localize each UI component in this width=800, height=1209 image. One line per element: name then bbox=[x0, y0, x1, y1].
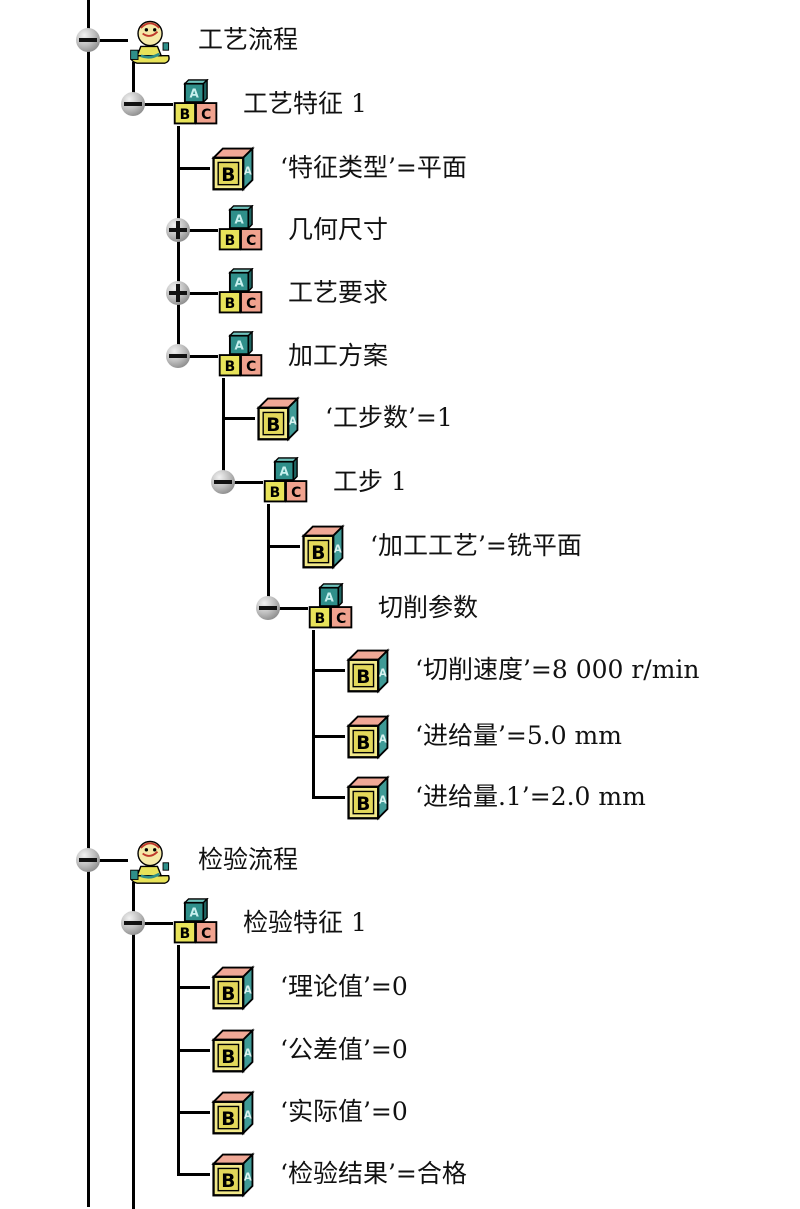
parameter-icon[interactable] bbox=[208, 962, 258, 1012]
parameter-icon[interactable] bbox=[343, 645, 393, 695]
tree-node[interactable]: ‘公差值’=0 bbox=[0, 1018, 800, 1082]
tree-node-label[interactable]: 加工方案 bbox=[288, 341, 389, 370]
tree-node[interactable]: ‘进给量’=5.0 mm bbox=[0, 704, 800, 768]
tree-node[interactable]: ‘理论值’=0 bbox=[0, 955, 800, 1019]
collapse-icon[interactable] bbox=[121, 92, 145, 116]
tree-root-connector bbox=[86, 0, 90, 1207]
tree-node-label[interactable]: 工艺流程 bbox=[198, 25, 299, 54]
tree-node-label[interactable]: ‘检验结果’=合格 bbox=[280, 1159, 467, 1188]
expand-icon[interactable] bbox=[166, 218, 190, 242]
parameter-icon[interactable] bbox=[208, 1087, 258, 1137]
tree-node-label[interactable]: ‘公差值’=0 bbox=[280, 1035, 408, 1064]
tree-node[interactable]: ‘切削速度’=8 000 r/min bbox=[0, 638, 800, 702]
feature-set-icon[interactable] bbox=[171, 79, 221, 129]
tree-connector-n9 bbox=[311, 630, 315, 799]
tree-branch-n13 bbox=[88, 858, 128, 862]
tree-branch-n10 bbox=[313, 668, 345, 672]
tree-node-label[interactable]: ‘切削速度’=8 000 r/min bbox=[415, 655, 700, 684]
parameter-icon[interactable] bbox=[253, 393, 303, 443]
feature-set-icon[interactable] bbox=[171, 898, 221, 948]
tree-node-label[interactable]: 检验流程 bbox=[198, 845, 299, 874]
feature-set-icon[interactable] bbox=[261, 457, 311, 507]
feature-set-icon[interactable] bbox=[306, 583, 356, 633]
tree-node-label[interactable]: ‘实际值’=0 bbox=[280, 1097, 408, 1126]
tree-node-label[interactable]: 工艺要求 bbox=[288, 278, 389, 307]
tree-node-label[interactable]: 工艺特征 1 bbox=[243, 89, 367, 118]
tree-node[interactable]: 检验特征 1 bbox=[0, 891, 800, 955]
tree-node[interactable]: 切削参数 bbox=[0, 576, 800, 640]
tree-node[interactable]: ‘检验结果’=合格 bbox=[0, 1142, 800, 1206]
tree-branch-n0 bbox=[88, 38, 128, 42]
tree-node[interactable]: ‘实际值’=0 bbox=[0, 1080, 800, 1144]
tree-node-label[interactable]: ‘进给量.1’=2.0 mm bbox=[415, 782, 646, 811]
collapse-icon[interactable] bbox=[76, 28, 100, 52]
tree-node-label[interactable]: 工步 1 bbox=[333, 467, 407, 496]
tree-node[interactable]: 工步 1 bbox=[0, 450, 800, 514]
tree-branch-n17 bbox=[178, 1110, 210, 1114]
tree-node-label[interactable]: ‘理论值’=0 bbox=[280, 972, 408, 1001]
tree-branch-n9 bbox=[268, 606, 308, 610]
tree-branch-n18 bbox=[178, 1172, 210, 1176]
collapse-icon[interactable] bbox=[256, 596, 280, 620]
parameter-icon[interactable] bbox=[208, 1025, 258, 1075]
tree-node-label[interactable]: 检验特征 1 bbox=[243, 908, 367, 937]
collapse-icon[interactable] bbox=[76, 848, 100, 872]
tree-branch-n16 bbox=[178, 1048, 210, 1052]
tree-node-label[interactable]: 几何尺寸 bbox=[288, 215, 389, 244]
tree-branch-n12 bbox=[313, 795, 345, 799]
tree-branch-n7 bbox=[223, 480, 263, 484]
process-icon[interactable] bbox=[126, 15, 176, 65]
tree-node-label[interactable]: ‘工步数’=1 bbox=[325, 403, 453, 432]
parameter-icon[interactable] bbox=[208, 143, 258, 193]
collapse-icon[interactable] bbox=[211, 470, 235, 494]
tree-connector-n13 bbox=[131, 882, 135, 1209]
tree-node[interactable]: 工艺流程 bbox=[0, 8, 800, 72]
tree-node-label[interactable]: ‘特征类型’=平面 bbox=[280, 153, 467, 182]
parameter-icon[interactable] bbox=[208, 1149, 258, 1199]
parameter-icon[interactable] bbox=[343, 772, 393, 822]
tree-branch-n2 bbox=[178, 166, 210, 170]
tree-branch-n3 bbox=[178, 228, 218, 232]
feature-set-icon[interactable] bbox=[216, 268, 266, 318]
tree-node-label[interactable]: ‘进给量’=5.0 mm bbox=[415, 721, 622, 750]
tree-node[interactable]: 工艺特征 1 bbox=[0, 72, 800, 136]
parameter-icon[interactable] bbox=[343, 711, 393, 761]
tree-node[interactable]: ‘特征类型’=平面 bbox=[0, 136, 800, 200]
tree-connector-n7 bbox=[266, 504, 270, 610]
collapse-icon[interactable] bbox=[166, 344, 190, 368]
tree-branch-n11 bbox=[313, 734, 345, 738]
tree-node[interactable]: 工艺要求 bbox=[0, 261, 800, 325]
parameter-icon[interactable] bbox=[298, 521, 348, 571]
tree-node-label[interactable]: 切削参数 bbox=[378, 593, 479, 622]
tree-node[interactable]: 几何尺寸 bbox=[0, 198, 800, 262]
tree-branch-n6 bbox=[223, 416, 255, 420]
collapse-icon[interactable] bbox=[121, 911, 145, 935]
tree-branch-n14 bbox=[133, 921, 173, 925]
feature-set-icon[interactable] bbox=[216, 331, 266, 381]
tree-branch-n5 bbox=[178, 354, 218, 358]
tree-node[interactable]: ‘工步数’=1 bbox=[0, 386, 800, 450]
tree-node[interactable]: 加工方案 bbox=[0, 324, 800, 388]
tree-branch-n4 bbox=[178, 291, 218, 295]
feature-set-icon[interactable] bbox=[216, 205, 266, 255]
tree-connector-n5 bbox=[221, 378, 225, 484]
tree-node-label[interactable]: ‘加工工艺’=铣平面 bbox=[370, 531, 582, 560]
tree-node[interactable]: ‘加工工艺’=铣平面 bbox=[0, 514, 800, 578]
tree-branch-n15 bbox=[178, 985, 210, 989]
tree-branch-n1 bbox=[133, 102, 173, 106]
expand-icon[interactable] bbox=[166, 281, 190, 305]
tree-branch-n8 bbox=[268, 544, 300, 548]
process-icon[interactable] bbox=[126, 835, 176, 885]
tree-node[interactable]: 检验流程 bbox=[0, 828, 800, 892]
tree-connector-n14 bbox=[176, 945, 180, 1176]
tree-connector-n0 bbox=[131, 62, 135, 106]
tree-node[interactable]: ‘进给量.1’=2.0 mm bbox=[0, 765, 800, 829]
